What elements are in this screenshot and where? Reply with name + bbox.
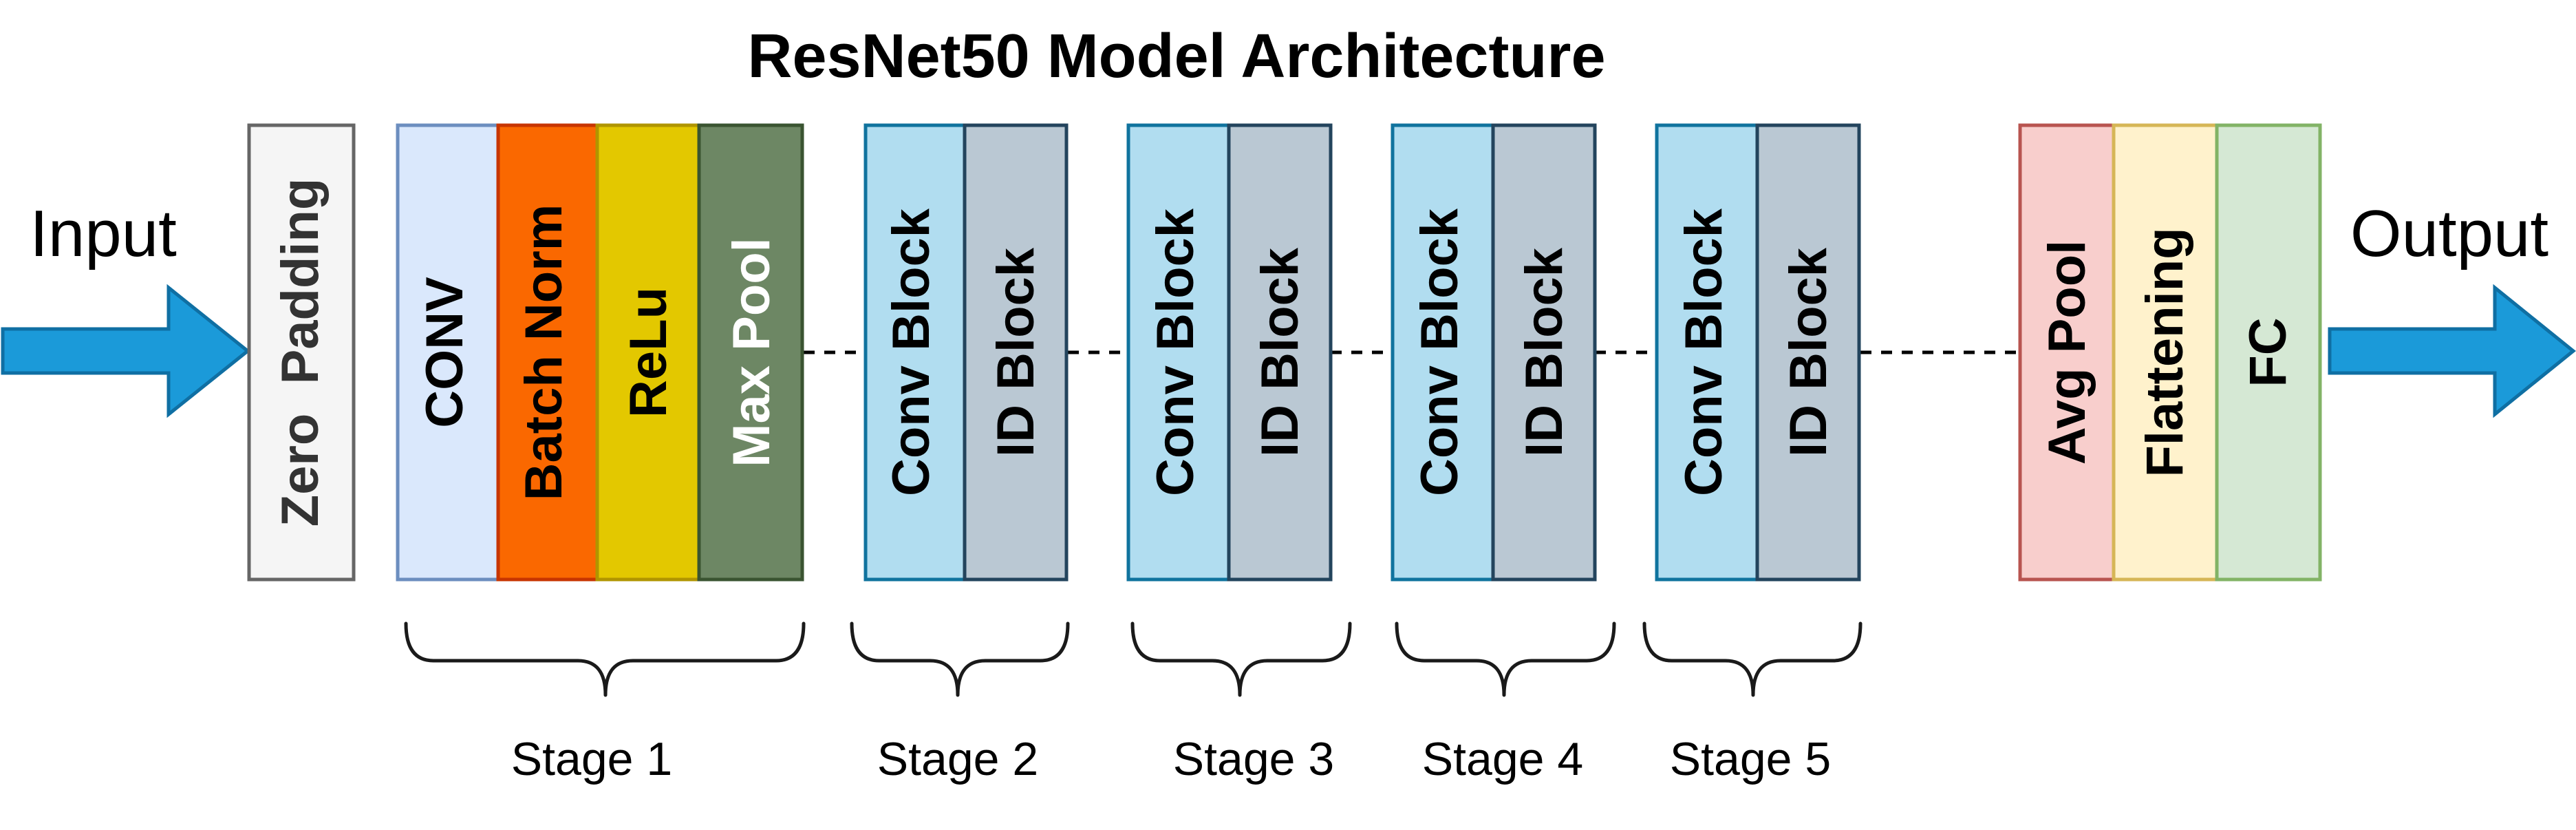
head-group: Avg Pool Flattening FC	[2018, 123, 2322, 582]
max-pool-layer	[697, 123, 804, 582]
relu-label: ReLu	[619, 287, 678, 418]
stage5-group: Conv Block ID Block	[1655, 123, 1861, 582]
batch-norm-layer	[496, 123, 599, 582]
svg-text:Zero Padding: Zero Padding	[271, 178, 330, 527]
relu-layer	[595, 123, 701, 582]
stage2-group: Conv Block ID Block	[863, 123, 1069, 582]
id-block-stage2-label: ID Block	[987, 247, 1045, 457]
stage4-brace	[1395, 621, 1616, 697]
id-block-stage3-label: ID Block	[1251, 247, 1309, 457]
stage2-brace	[850, 621, 1070, 697]
stage2-label: Stage 2	[877, 733, 1038, 785]
output-label: Output	[2350, 197, 2548, 270]
stage5-brace	[1642, 621, 1863, 697]
avg-pool-label: Avg Pool	[2038, 240, 2096, 465]
stage1-label: Stage 1	[511, 733, 672, 785]
conv-block-stage3-label: Conv Block	[1146, 208, 1205, 496]
stage3-brace	[1130, 621, 1352, 697]
conv-block-stage5	[1655, 123, 1759, 582]
stage1-group: CONV Batch Norm ReLu Max Pool	[396, 123, 804, 582]
zero-padding-word1: Zero	[271, 414, 330, 527]
zero-padding-layer: Zero Padding	[247, 123, 356, 582]
id-block-stage4	[1491, 123, 1597, 582]
stage4-label: Stage 4	[1422, 733, 1583, 785]
input-arrow	[1, 284, 251, 418]
id-block-stage3	[1227, 123, 1333, 582]
fc-layer	[2215, 123, 2322, 582]
batch-norm-label: Batch Norm	[515, 204, 573, 501]
max-pool-label: Max Pool	[722, 237, 781, 467]
conv-block-stage4	[1391, 123, 1495, 582]
id-block-stage5	[1755, 123, 1861, 582]
diagram-title: ResNet50 Model Architecture	[747, 22, 1605, 91]
stage3-label: Stage 3	[1173, 733, 1334, 785]
conv-block-stage2	[863, 123, 967, 582]
id-block-stage4-label: ID Block	[1515, 247, 1574, 457]
stage3-group: Conv Block ID Block	[1126, 123, 1333, 582]
stage5-label: Stage 5	[1670, 733, 1831, 785]
conv-label: CONV	[416, 277, 474, 428]
flattening-label: Flattening	[2136, 227, 2194, 477]
id-block-stage2	[963, 123, 1069, 582]
zero-padding-word2: Padding	[271, 178, 330, 385]
input-label: Input	[30, 197, 177, 270]
conv-block-stage3	[1126, 123, 1231, 582]
conv-block-stage2-label: Conv Block	[882, 208, 941, 496]
stage1-brace	[404, 621, 806, 697]
stage4-group: Conv Block ID Block	[1391, 123, 1597, 582]
conv-block-stage4-label: Conv Block	[1410, 208, 1469, 496]
id-block-stage5-label: ID Block	[1779, 247, 1838, 457]
conv-block-stage5-label: Conv Block	[1675, 208, 1733, 496]
fc-label: FC	[2239, 317, 2297, 387]
output-arrow	[2328, 284, 2576, 418]
avg-pool-layer	[2018, 123, 2116, 582]
